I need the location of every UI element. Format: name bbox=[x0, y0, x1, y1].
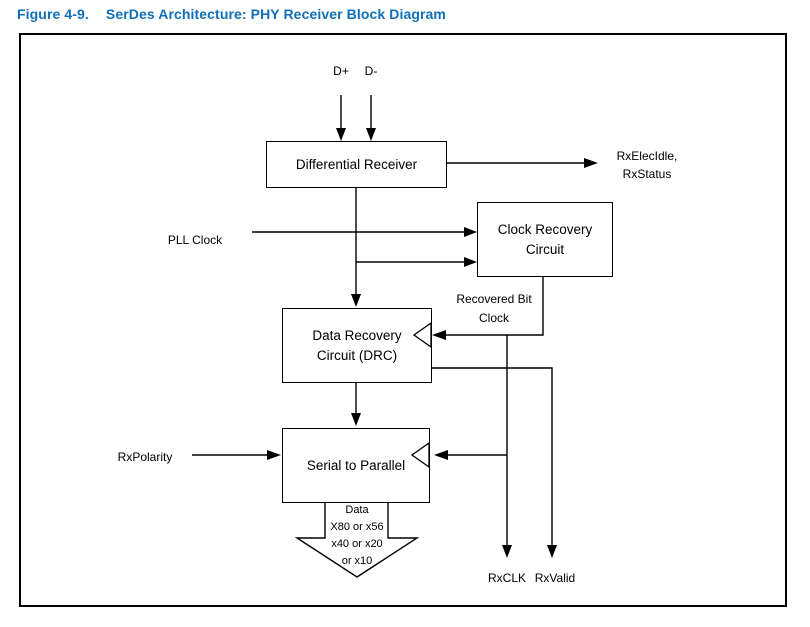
label-rx-elec-idle-status: RxElecIdle, RxStatus bbox=[599, 147, 695, 183]
figure-caption: Figure 4-9. SerDes Architecture: PHY Rece… bbox=[17, 6, 446, 22]
block-clock-recovery-line2: Circuit bbox=[525, 241, 565, 257]
label-data-x10: or x10 bbox=[341, 555, 373, 567]
block-drc-label: Data Recovery Circuit (DRC) bbox=[312, 326, 401, 366]
block-data-recovery-circuit: Data Recovery Circuit (DRC) bbox=[282, 308, 432, 383]
label-recovered-bit-clock: Recovered Bit Clock bbox=[443, 290, 545, 328]
block-differential-receiver: Differential Receiver bbox=[266, 141, 447, 188]
block-serial-to-parallel-label: Serial to Parallel bbox=[306, 457, 406, 473]
label-data-x40: x40 or x20 bbox=[331, 538, 383, 550]
label-rx-valid: RxValid bbox=[534, 571, 576, 585]
label-rx-elec-idle: RxElecIdle, bbox=[616, 149, 678, 163]
block-serial-to-parallel: Serial to Parallel bbox=[282, 428, 430, 503]
label-data: Data bbox=[345, 504, 369, 516]
block-clock-recovery-circuit: Clock Recovery Circuit bbox=[477, 202, 613, 277]
label-recovered-clock: Clock bbox=[478, 311, 509, 325]
block-drc-line2: Circuit (DRC) bbox=[316, 347, 398, 363]
label-data-x80: X80 or x56 bbox=[330, 521, 384, 533]
block-clock-recovery-line1: Clock Recovery bbox=[497, 221, 593, 237]
block-drc-line1: Data Recovery bbox=[312, 327, 402, 343]
figure-title-text: SerDes Architecture: PHY Receiver Block … bbox=[105, 6, 446, 22]
label-d-minus: D- bbox=[364, 64, 378, 78]
label-data-width: Data X80 or x56 x40 or x20 or x10 bbox=[292, 502, 422, 570]
label-rx-clk: RxCLK bbox=[487, 571, 526, 585]
label-pll-clock: PLL Clock bbox=[167, 233, 223, 247]
block-clock-recovery-label: Clock Recovery Circuit bbox=[498, 220, 593, 260]
label-d-plus: D+ bbox=[333, 64, 349, 78]
figure-number: Figure 4-9. bbox=[17, 6, 89, 22]
label-rx-polarity: RxPolarity bbox=[117, 450, 173, 464]
label-recovered-bit: Recovered Bit bbox=[456, 292, 532, 306]
label-rx-status: RxStatus bbox=[622, 167, 672, 181]
block-differential-receiver-label: Differential Receiver bbox=[295, 156, 418, 172]
